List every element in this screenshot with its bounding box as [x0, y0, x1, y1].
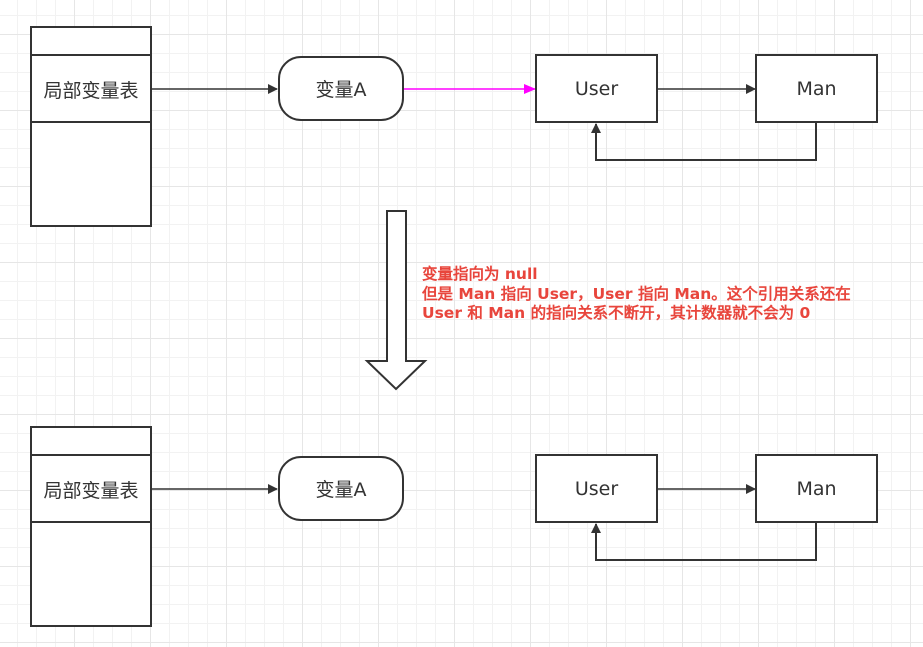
local-variable-table-stack[interactable] [30, 26, 152, 227]
man-to-user-arrow-after [591, 523, 817, 561]
stack-label: 局部变量表 [43, 79, 139, 102]
user-object-node-after[interactable] [535, 454, 658, 523]
man-object-node[interactable] [755, 54, 878, 123]
man-label-after: Man [796, 477, 837, 500]
user-object-node[interactable] [535, 54, 658, 123]
user-label-after: User [574, 477, 619, 500]
variable-a-label: 变量A [315, 79, 367, 101]
stack-label-after: 局部变量表 [43, 479, 139, 502]
down-arrow-icon [364, 210, 428, 391]
note-line-1: 变量指向为 null [422, 265, 538, 283]
man-object-node-after[interactable] [755, 454, 878, 523]
variable-a-label-after: 变量A [315, 479, 367, 501]
variable-a-node[interactable] [278, 56, 404, 121]
note-line-3: User 和 Man 的指向关系不断开，其计数器就不会为 0 [422, 304, 811, 322]
bottom-scene [30, 426, 878, 627]
variable-a-node-after[interactable] [278, 456, 404, 521]
man-to-user-arrow [591, 123, 817, 161]
explanation-note: 变量指向为 null 但是 Man 指向 User，User 指向 Man。这个… [422, 265, 851, 324]
local-variable-table-stack-after[interactable] [30, 426, 152, 627]
man-label: Man [796, 77, 837, 100]
top-scene [30, 26, 878, 227]
user-label: User [574, 77, 619, 100]
note-line-2: 但是 Man 指向 User，User 指向 Man。这个引用关系还在 [422, 284, 851, 303]
